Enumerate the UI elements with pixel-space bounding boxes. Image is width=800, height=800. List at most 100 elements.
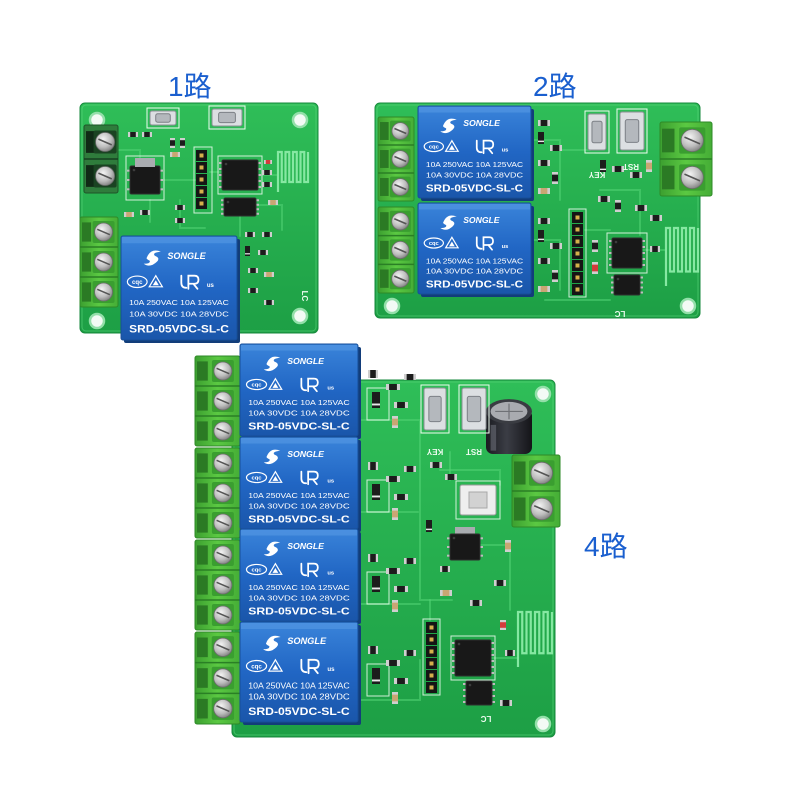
component-terminal (612, 166, 615, 172)
component-body (264, 272, 274, 277)
wire-entry (86, 165, 95, 187)
component-terminal (470, 600, 473, 606)
screw-slot (394, 155, 407, 163)
button-actuator (428, 395, 442, 423)
component-body (592, 262, 598, 274)
header-pin (199, 201, 204, 206)
component-terminal (630, 172, 633, 178)
smd-resistor (386, 476, 400, 482)
silkscreen-outline (366, 479, 390, 513)
relay-rating-ac: 10A 250VAC 10A 125VAC (248, 583, 350, 592)
component-terminal (392, 609, 398, 612)
component-terminal (538, 120, 541, 126)
silkscreen-outline (450, 635, 496, 681)
ic-pin (256, 212, 259, 215)
relay-brand: SONGLE (463, 215, 500, 225)
terminal-position (197, 636, 235, 659)
component-body (262, 170, 272, 175)
component-terminal (394, 494, 398, 500)
component-body (500, 620, 506, 630)
ic-pin1-dot (457, 642, 461, 646)
component-terminal (440, 590, 443, 596)
component-body (404, 650, 416, 656)
cqc-mark-text: cqc (251, 663, 262, 670)
ic-pin (258, 186, 261, 188)
smd-resistor (368, 554, 378, 562)
component-terminal (392, 508, 398, 511)
component-terminal (500, 620, 506, 623)
component-body (268, 200, 278, 205)
screw-slot (393, 275, 407, 282)
component-body (368, 462, 378, 470)
smd-resistor (368, 370, 378, 378)
component-terminal (368, 370, 371, 378)
component-terminal (547, 188, 550, 194)
component-terminal (175, 218, 178, 223)
component-terminal (392, 425, 398, 428)
diode-band (426, 528, 432, 531)
relay-top-highlight (122, 237, 236, 244)
mounting-hole (291, 307, 309, 325)
pin-header (196, 150, 207, 209)
relay-rating-ac: 10A 250VAC 10A 125VAC (129, 298, 229, 307)
component-terminal (500, 700, 503, 706)
screw-slot (216, 643, 230, 651)
ic-chip (463, 680, 495, 706)
ic-chip (611, 274, 643, 296)
ic-body (449, 533, 481, 561)
smd-capacitor (538, 286, 550, 292)
component-terminal (255, 288, 258, 293)
component-terminal (140, 210, 143, 215)
wire-entry (662, 128, 675, 153)
screw-slot (216, 551, 230, 559)
cqc-mark-text: cqc (252, 383, 263, 389)
smd-resistor (494, 580, 506, 586)
relay-rating-dc: 10A 30VDC 10A 28VDC (248, 593, 350, 602)
button-silkscreen (420, 384, 450, 434)
wire-entry (380, 150, 389, 168)
copper-traces (359, 419, 519, 701)
trace (257, 204, 283, 231)
ul-us-text: us (502, 147, 509, 153)
ic-pin1-dot (452, 536, 456, 540)
ic-pin (463, 689, 466, 691)
component-terminal (264, 160, 266, 164)
relay-rating-dc: 10A 30VDC 10A 28VDC (426, 170, 524, 179)
component-terminal (552, 270, 558, 273)
smd-resistor (258, 250, 268, 255)
component-body (404, 466, 416, 472)
ic-pin (491, 648, 494, 650)
ic-pin (642, 258, 645, 260)
ul-us-text: us (502, 244, 509, 250)
screw-slot (216, 459, 230, 467)
component-terminal (182, 218, 185, 223)
terminal-position (378, 234, 414, 261)
component-terminal (509, 700, 512, 706)
ic-pin (609, 258, 612, 260)
component-terminal (646, 160, 652, 163)
component-body (392, 600, 398, 612)
component-terminal (449, 590, 452, 596)
silkscreen-outline (125, 155, 165, 201)
relay-model: SRD-05VDC-SL-C (248, 706, 350, 718)
terminal-position (378, 144, 414, 170)
ic-pin (491, 660, 494, 662)
component-terminal (505, 650, 508, 656)
silkscreen-outline (366, 663, 390, 697)
relay-model: SRD-05VDC-SL-C (129, 324, 229, 336)
component-body (258, 250, 268, 255)
component-body (372, 392, 380, 408)
smd-resistor (550, 145, 562, 151)
component-terminal (175, 205, 178, 210)
component-terminal (142, 132, 145, 137)
component-body (180, 138, 185, 148)
component-terminal (547, 120, 550, 126)
relay-rating-dc: 10A 30VDC 10A 28VDC (248, 408, 350, 417)
silkscreen-outline (455, 480, 501, 520)
header-pin (575, 275, 580, 280)
component-terminal (128, 132, 131, 137)
